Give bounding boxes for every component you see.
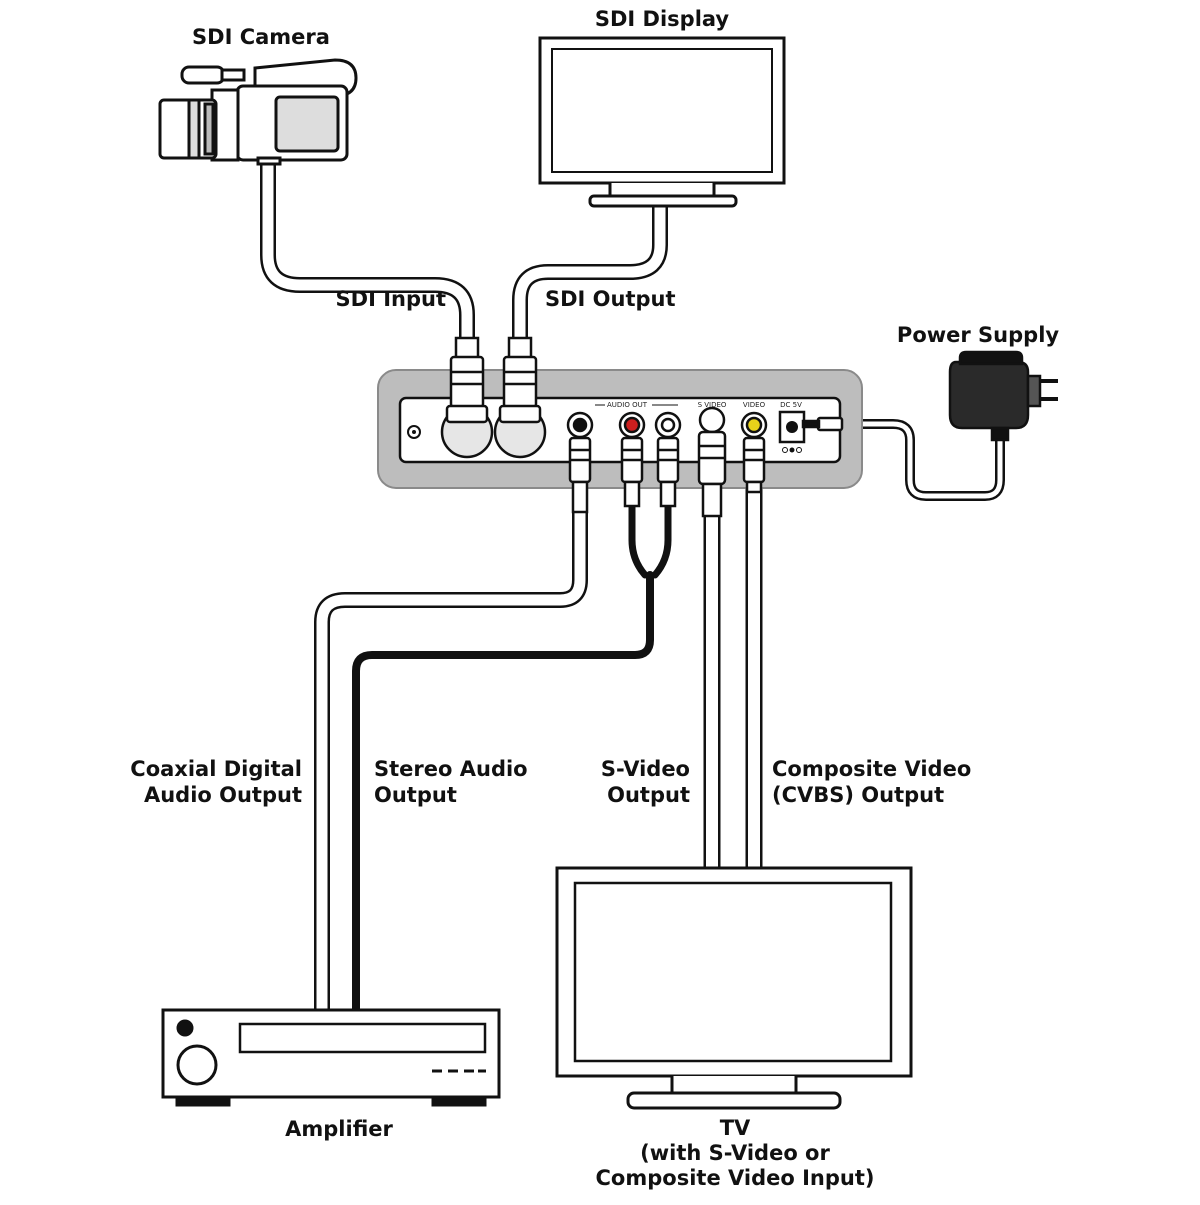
panel-label-audio-out: AUDIO OUT xyxy=(607,401,648,409)
stereo-audio-cable xyxy=(352,501,672,1014)
amplifier-icon xyxy=(161,1008,501,1107)
label-coaxial-line-1: Coaxial Digital xyxy=(130,757,302,781)
label-tv-line-1: TV xyxy=(719,1116,751,1140)
power-cable xyxy=(835,419,1005,501)
coaxial-audio-cable xyxy=(314,502,588,1018)
label-sdi-input: SDI Input xyxy=(335,287,446,311)
label-amplifier: Amplifier xyxy=(285,1117,393,1141)
label-tv-line-2: (with S-Video or xyxy=(640,1141,830,1165)
label-tv: TV (with S-Video or Composite Video Inpu… xyxy=(596,1116,875,1191)
sdi-input-cable xyxy=(260,152,475,348)
sdi-plugs xyxy=(445,336,542,424)
sdi-output-cable xyxy=(512,197,668,348)
label-stereo-audio-output: Stereo Audio Output xyxy=(374,756,528,808)
label-stereo-line-2: Output xyxy=(374,783,457,807)
label-coaxial-digital-audio-output: Coaxial Digital Audio Output xyxy=(130,756,302,808)
rca-plugs xyxy=(568,416,844,518)
svideo-jack-icon xyxy=(698,406,726,434)
label-coaxial-line-2: Audio Output xyxy=(143,783,302,807)
label-svideo-line-2: Output xyxy=(607,783,690,807)
tv-icon xyxy=(555,866,913,1110)
label-tv-line-3: Composite Video Input) xyxy=(595,1166,875,1190)
label-svideo-line-1: S-Video xyxy=(600,757,690,781)
label-svideo-output: S-Video Output xyxy=(601,756,690,808)
label-sdi-output: SDI Output xyxy=(545,287,676,311)
panel-label-dc: DC 5V xyxy=(780,401,802,409)
panel-label-s-video: S VIDEO xyxy=(698,401,727,409)
sdi-display-icon xyxy=(538,36,786,208)
label-composite-line-2: (CVBS) Output xyxy=(772,783,945,807)
label-composite-line-1: Composite Video xyxy=(772,757,972,781)
label-stereo-line-1: Stereo Audio xyxy=(374,757,528,781)
label-sdi-camera: SDI Camera xyxy=(192,25,330,49)
power-adapter-icon xyxy=(948,350,1058,442)
label-sdi-display: SDI Display xyxy=(594,7,730,31)
label-composite-video-output: Composite Video (CVBS) Output xyxy=(772,756,971,808)
camera-icon xyxy=(158,58,358,166)
cables xyxy=(260,152,1005,1018)
rca-jack-icon xyxy=(566,411,768,439)
label-power-supply: Power Supply xyxy=(896,323,1060,347)
panel-label-video: VIDEO xyxy=(743,401,766,409)
